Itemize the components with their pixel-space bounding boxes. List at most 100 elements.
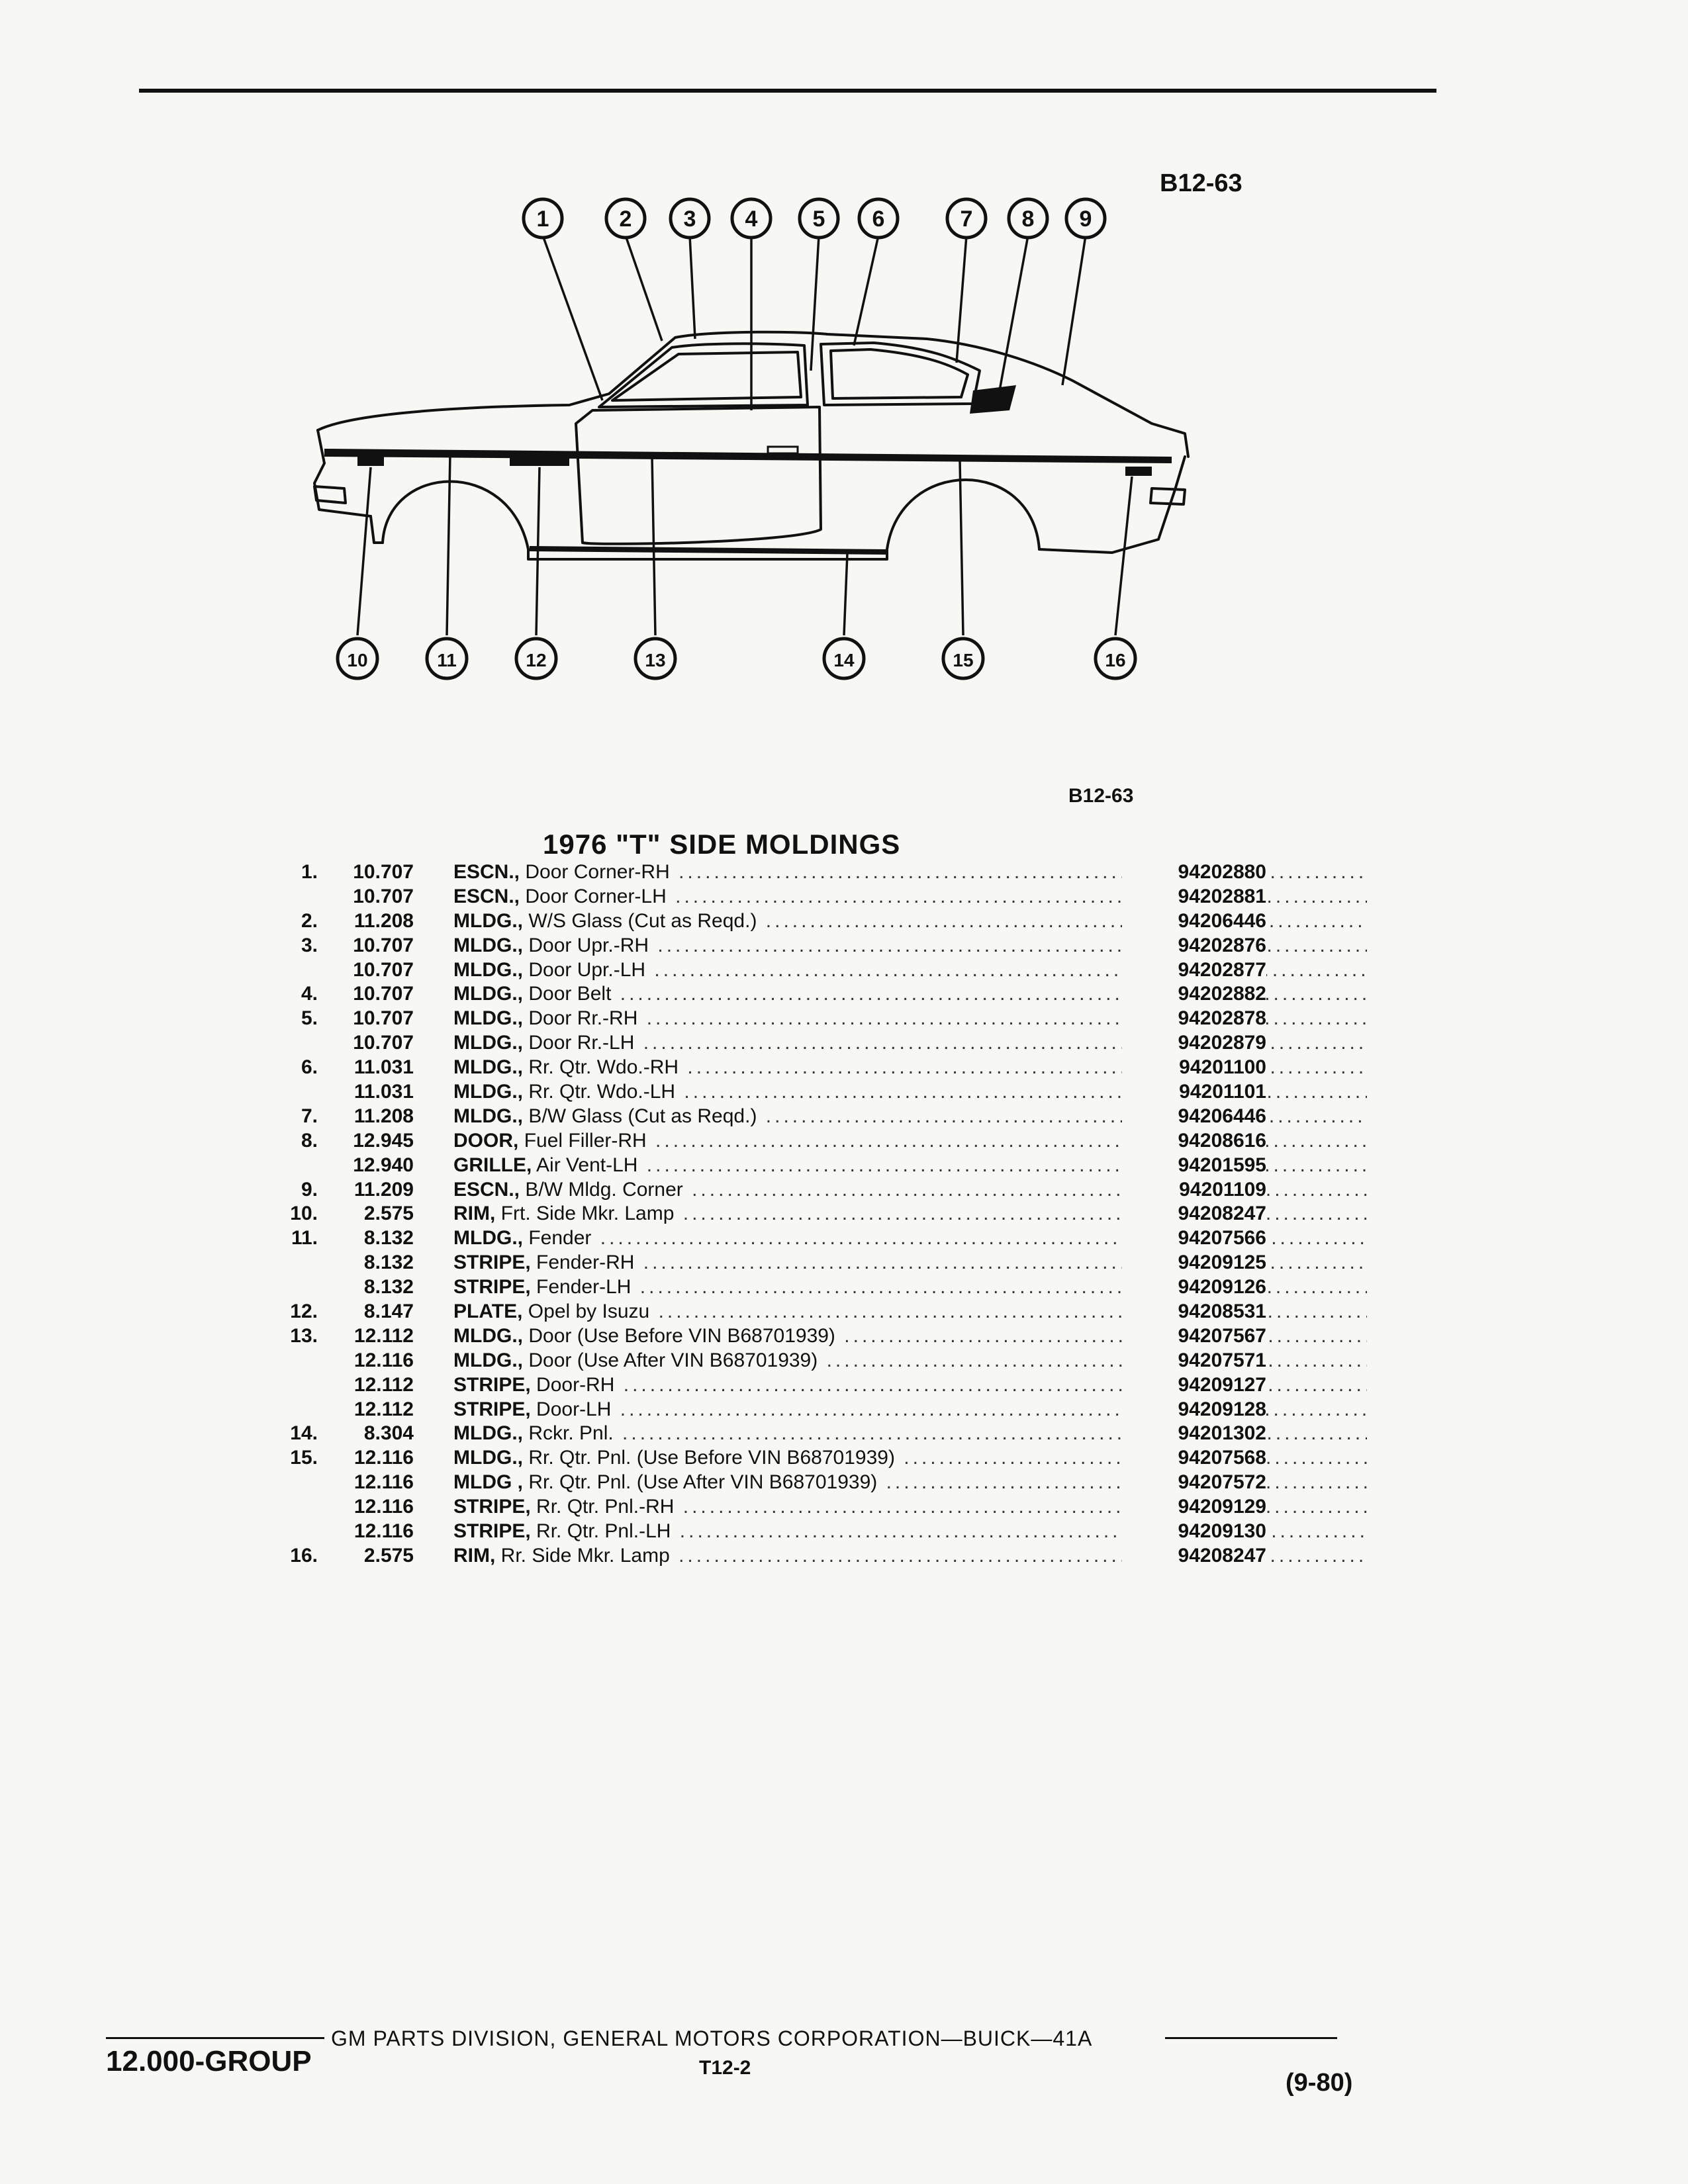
callout-5-label: 5 — [813, 206, 825, 232]
callout-2-label: 2 — [620, 206, 632, 232]
callout-9: 9 — [1064, 197, 1107, 240]
callout-3-label: 3 — [684, 206, 696, 232]
part-name: STRIPE, — [453, 1373, 531, 1396]
part-detail: Door-LH — [536, 1398, 612, 1420]
part-number: 94201101 — [1122, 1080, 1266, 1105]
leader-dots: ........................................… — [765, 1105, 1367, 1127]
part-description: MLDG., Door (Use After VIN B68701939) ..… — [453, 1349, 1367, 1373]
callout-10: 10 — [336, 637, 379, 680]
part-group-number: 12.112 — [353, 1373, 414, 1396]
callout-2: 2 — [604, 197, 647, 240]
part-detail: Rr. Qtr. Pnl. (Use After VIN B68701939) — [528, 1471, 878, 1494]
part-group-number: 10.707 — [353, 885, 414, 907]
part-name: RIM, — [453, 1544, 496, 1567]
part-group-number: 12.945 — [353, 1129, 414, 1152]
part-detail: Door (Use After VIN B68701939) — [528, 1349, 818, 1371]
part-number: 94208247 — [1122, 1202, 1266, 1227]
part-group-number: 11.208 — [353, 1105, 414, 1127]
part-ref-number: 3. — [301, 934, 318, 956]
part-ref-number: 8. — [301, 1129, 318, 1152]
callout-1-label: 1 — [537, 206, 549, 232]
part-number: 94202876 — [1122, 933, 1266, 958]
part-group-number: 10.707 — [353, 1007, 414, 1030]
part-number: 94201100 — [1122, 1056, 1266, 1081]
part-detail: Fuel Filler-RH — [524, 1129, 647, 1152]
part-group-number: 12.116 — [353, 1349, 414, 1371]
part-group-number: 11.208 — [353, 909, 414, 932]
part-number: 94202877 — [1122, 958, 1266, 983]
figure-code-bottom: B12-63 — [1068, 785, 1134, 807]
part-name: MLDG., — [453, 909, 523, 932]
part-number: 94208531 — [1122, 1300, 1266, 1324]
part-group-number: 8.132 — [363, 1251, 414, 1274]
part-group-number: 10.707 — [353, 1032, 414, 1054]
part-ref-number: 4. — [301, 983, 318, 1005]
part-group-number: 12.112 — [353, 1398, 414, 1420]
part-name: MLDG., — [453, 1105, 523, 1127]
part-number: 94202878 — [1122, 1007, 1266, 1032]
part-detail: B/W Mldg. Corner — [525, 1178, 683, 1201]
part-name: STRIPE, — [453, 1496, 531, 1518]
part-group-number: 8.132 — [363, 1276, 414, 1298]
callout-12: 12 — [514, 637, 558, 680]
callout-16-label: 16 — [1105, 650, 1125, 670]
part-group-number: 2.575 — [363, 1544, 414, 1567]
part-ref-number: 13. — [290, 1324, 318, 1347]
part-ref-number: 16. — [290, 1544, 318, 1567]
callout-7-label: 7 — [961, 206, 973, 232]
part-detail: Opel by Isuzu — [528, 1300, 650, 1323]
callout-4-label: 4 — [745, 206, 758, 232]
part-number: 94207571 — [1122, 1348, 1266, 1373]
part-group-number: 12.112 — [353, 1324, 414, 1347]
part-description: MLDG., Door (Use Before VIN B68701939) .… — [453, 1324, 1367, 1349]
part-name: MLDG., — [453, 983, 523, 1005]
part-detail: Door Upr.-RH — [528, 934, 649, 956]
part-name: ESCN., — [453, 861, 520, 883]
callout-9-label: 9 — [1080, 206, 1092, 232]
part-number: 94206446 — [1122, 1104, 1266, 1129]
callout-8-label: 8 — [1022, 206, 1035, 232]
part-detail: Door-RH — [536, 1373, 615, 1396]
part-number: 94202881 — [1122, 884, 1266, 909]
part-name: MLDG., — [453, 1032, 523, 1054]
part-ref-number: 2. — [301, 909, 318, 932]
part-number: 94207568 — [1122, 1446, 1266, 1471]
callout-14-label: 14 — [833, 650, 855, 670]
part-ref-number: 14. — [290, 1422, 318, 1445]
leader-dots: ........................................… — [826, 1349, 1367, 1371]
leader-lines — [356, 235, 1133, 636]
callout-1: 1 — [522, 197, 564, 240]
part-name: STRIPE, — [453, 1251, 531, 1274]
part-name: ESCN., — [453, 885, 520, 907]
page-id: T12-2 — [699, 2057, 751, 2079]
part-detail: Fender-LH — [536, 1276, 632, 1298]
part-name: ESCN., — [453, 1178, 520, 1201]
part-detail: Rckr. Pnl. — [528, 1422, 614, 1445]
part-detail: Rr. Qtr. Pnl.-RH — [536, 1496, 675, 1518]
part-number: 94209126 — [1122, 1275, 1266, 1300]
part-group-number: 8.132 — [363, 1227, 414, 1250]
part-name: MLDG., — [453, 934, 523, 956]
part-number: 94209129 — [1122, 1495, 1266, 1520]
part-ref-number: 15. — [290, 1447, 318, 1469]
part-number: 94201302 — [1122, 1422, 1266, 1447]
part-ref-number: 12. — [290, 1300, 318, 1323]
callout-6: 6 — [857, 197, 900, 240]
part-number: 94209127 — [1122, 1373, 1266, 1398]
date-code: (9-80) — [1286, 2069, 1353, 2097]
part-detail: Frt. Side Mkr. Lamp — [500, 1203, 675, 1225]
part-detail: Fender-RH — [536, 1251, 635, 1274]
